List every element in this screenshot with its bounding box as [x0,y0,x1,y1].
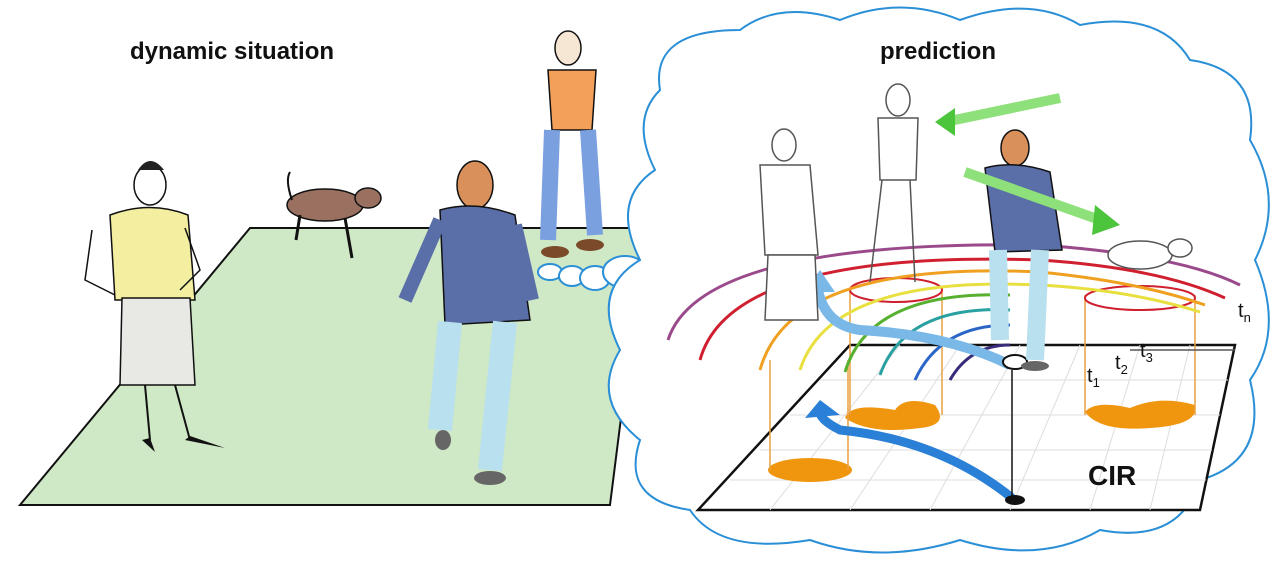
woman-figure [84,161,225,452]
predicted-path-arrow-upper [813,288,1013,370]
time-label-t1: t1 [1087,365,1100,390]
orange-shirt-man-figure [540,30,604,258]
time-label-t2: t2 [1115,352,1128,377]
dynamic-situation-title: dynamic situation [130,38,335,65]
green-arrow-1 [943,93,1062,127]
cylinders [769,290,1196,470]
cir-label: CIR [1088,460,1137,491]
occupancy-regions [768,400,1196,482]
time-label-tn: tn [1238,300,1251,325]
prediction-title: prediction [880,38,997,65]
dog-figure [286,171,382,259]
predicted-path-arrow-ground [815,411,1015,502]
prediction-walking-man [984,129,1063,371]
green-arrow-2 [963,167,1102,225]
predicted-woman-outline [759,128,819,321]
time-label-t3: t3 [1140,340,1153,365]
walking-man-figure [398,160,539,485]
predicted-man-outline [869,83,919,283]
start-point [1005,495,1025,505]
predicted-dog-outline [1107,238,1193,270]
